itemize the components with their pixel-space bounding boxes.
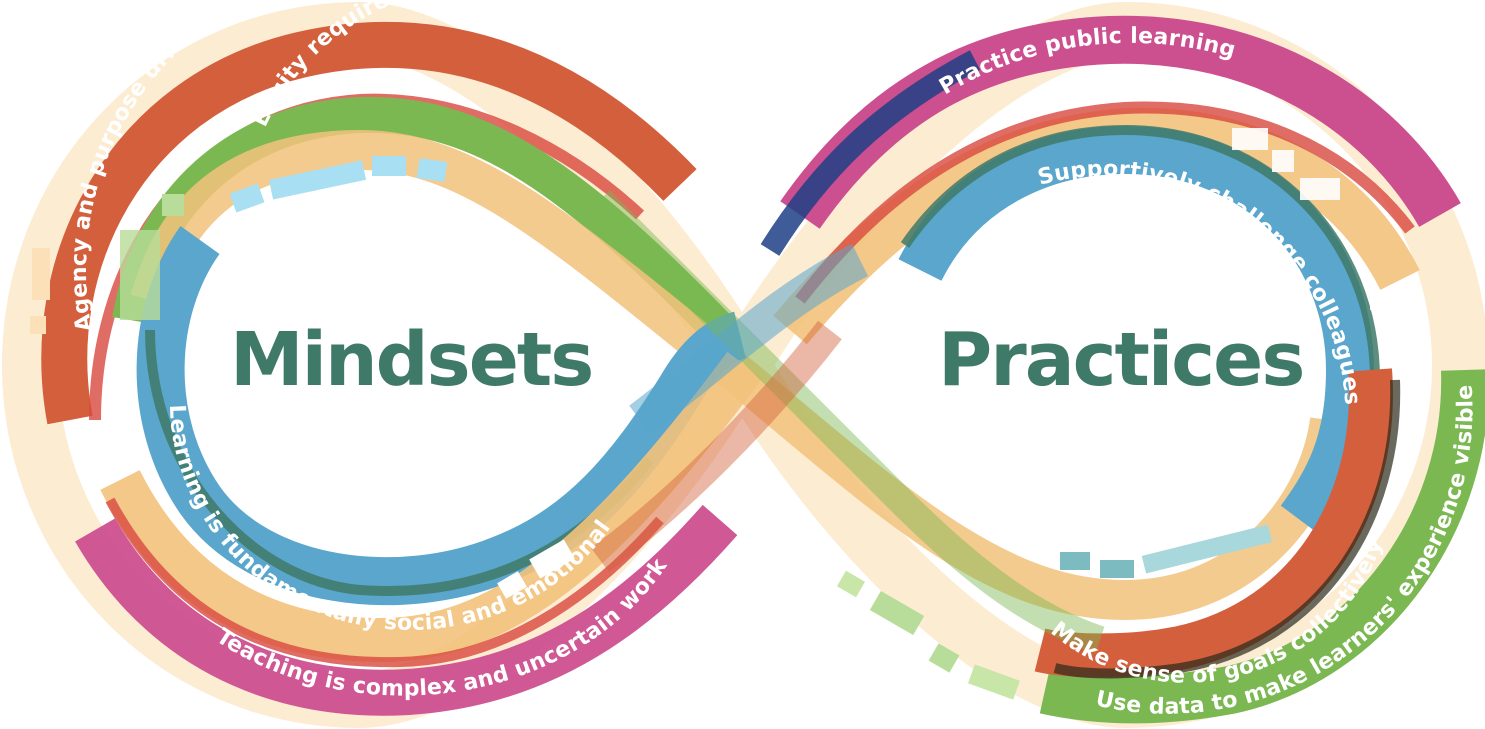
decor-dashes [30, 128, 1390, 700]
practices-title: Practices [938, 317, 1303, 403]
outer-bands [41, 15, 1485, 724]
mindsets-title: Mindsets [230, 317, 592, 403]
